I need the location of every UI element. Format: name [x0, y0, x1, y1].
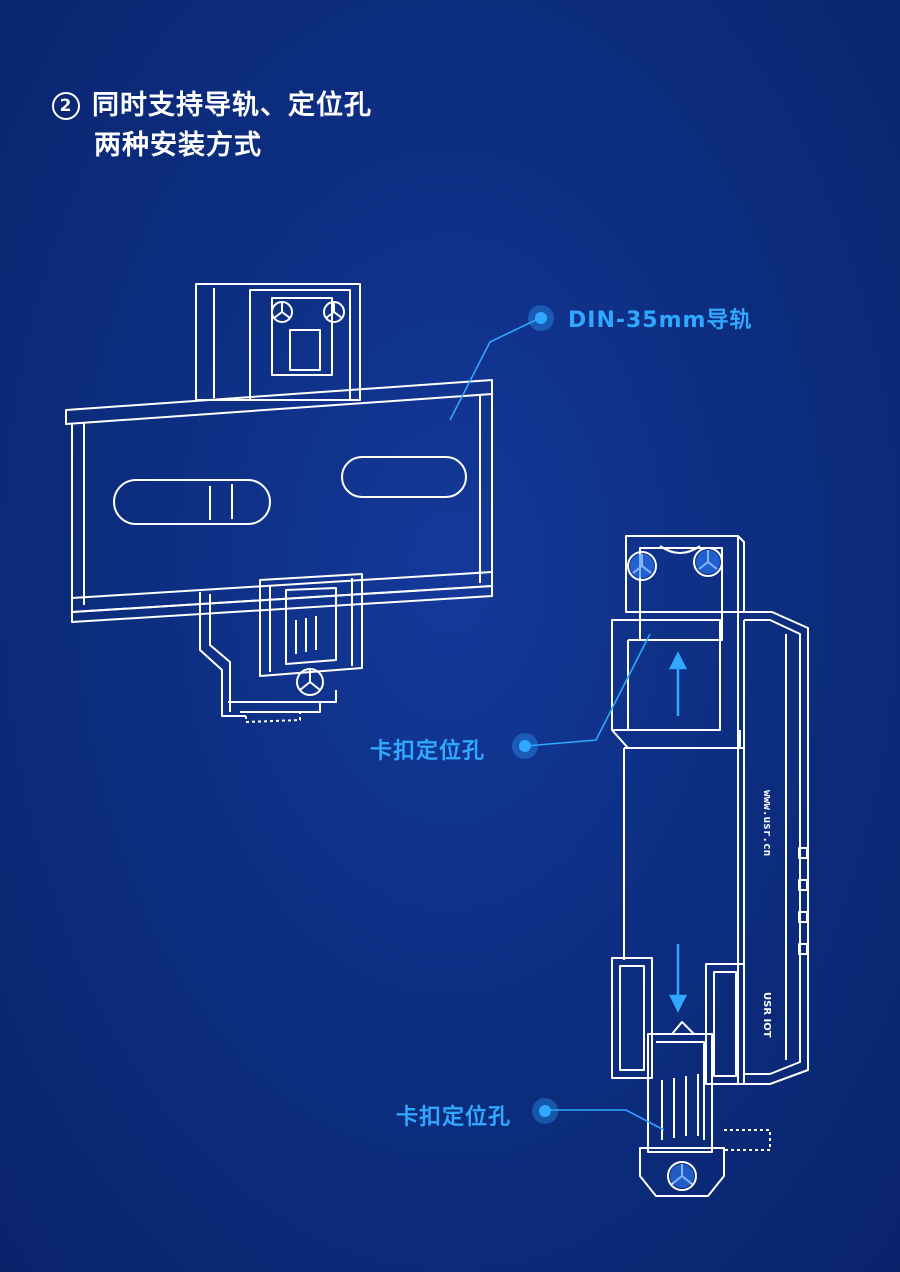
callout-label-din-rail: DIN-35mm导轨: [568, 308, 753, 333]
leader-lines: [449, 317, 665, 1131]
module-on-rail: [65, 283, 493, 723]
screw-highlights: [630, 550, 720, 1188]
title-line-2: 两种安装方式: [94, 130, 262, 161]
module-standing: [611, 535, 809, 1197]
callout-label-clip-hole-bottom: 卡扣定位孔: [396, 1105, 512, 1130]
step-number-badge: 2: [52, 92, 80, 120]
callout-label-clip-hole-top: 卡扣定位孔: [370, 739, 486, 764]
callout-dot-clip-hole-top: [512, 733, 538, 759]
title-line-1-text: 同时支持导轨、定位孔: [92, 90, 372, 121]
callout-dot-din-rail: [528, 305, 554, 331]
direction-arrows: [668, 651, 688, 1013]
device-brand-text: USR IOT: [761, 992, 772, 1038]
title-line-1: 2 同时支持导轨、定位孔: [52, 86, 372, 126]
device-side-text: www.usr.cn USR IOT: [761, 790, 774, 1038]
page-title: 2 同时支持导轨、定位孔 两种安装方式: [52, 86, 372, 166]
callout-dot-clip-hole-bottom: [532, 1098, 558, 1124]
device-url-text: www.usr.cn: [761, 790, 774, 856]
